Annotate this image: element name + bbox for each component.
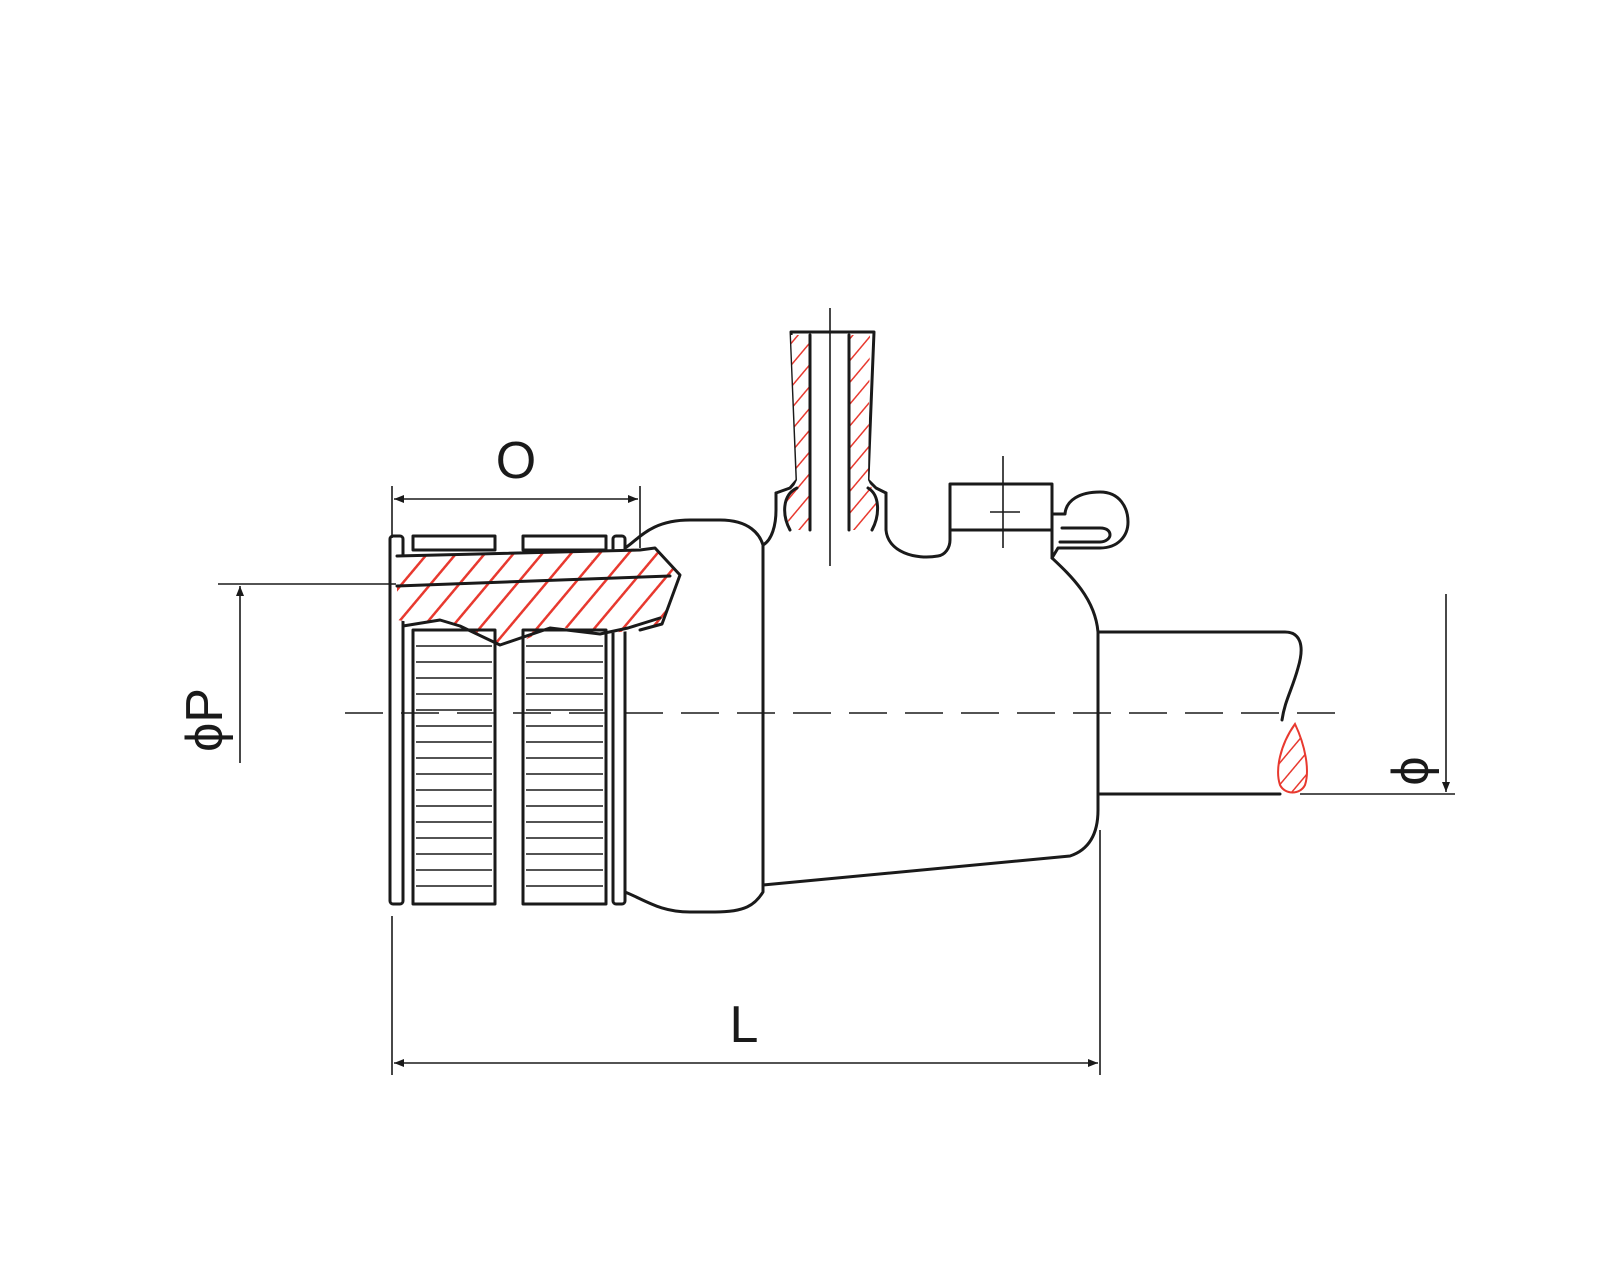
hose-barb-outline (774, 330, 888, 495)
label-diameter: ϕ (1382, 756, 1440, 785)
tube-break-hatch (1277, 722, 1308, 794)
threaded-section-outline (395, 546, 682, 632)
threaded-section-hatch (397, 548, 680, 649)
grip-rings (411, 628, 608, 906)
main-body-outline (761, 491, 1100, 887)
sleeve-body (623, 518, 765, 914)
front-collar (388, 534, 627, 906)
label-diameter-p: ϕP (176, 688, 234, 752)
thread-root-line (395, 574, 672, 588)
latch-ring-inner (1058, 526, 1112, 544)
latch-lever (948, 482, 1130, 560)
label-length: L (730, 996, 759, 1054)
broken-out-section-line (401, 616, 662, 647)
grip-ring-knurl (416, 645, 603, 887)
hose-barb-right-wall-hatch (849, 335, 880, 530)
tube-spigot (1096, 630, 1303, 796)
hose-barb-base (783, 486, 879, 532)
label-o: O (496, 432, 536, 490)
hose-barb-left-wall-hatch (785, 335, 810, 530)
